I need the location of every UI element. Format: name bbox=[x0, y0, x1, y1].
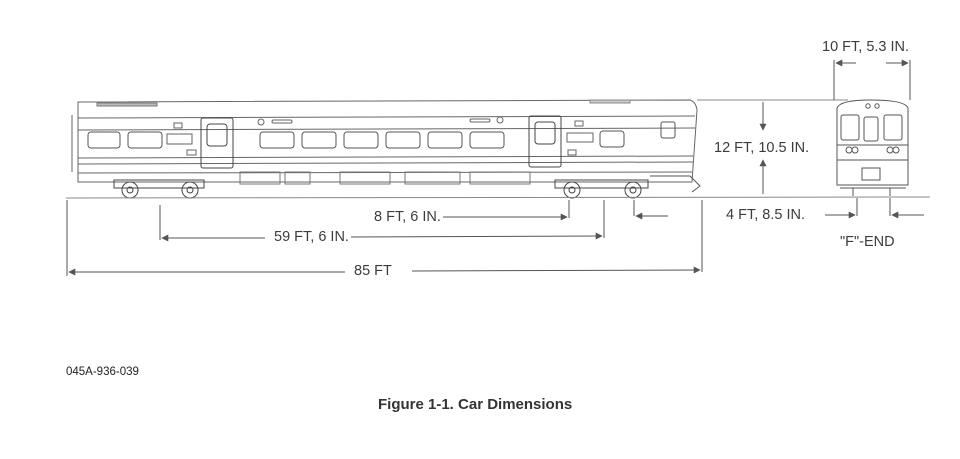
end-height-label: 12 FT, 10.5 IN. bbox=[712, 140, 812, 156]
rail-car-end-view bbox=[836, 99, 909, 196]
end-view-label: "F"-END bbox=[838, 234, 897, 250]
truck-centers-label: 59 FT, 6 IN. bbox=[272, 229, 351, 245]
overall-length-label: 85 FT bbox=[352, 263, 394, 279]
end-dimension-lines bbox=[759, 59, 924, 219]
figure-caption: Figure 1-1. Car Dimensions bbox=[378, 396, 573, 413]
side-dimension-lines bbox=[66, 200, 703, 276]
end-width-label: 10 FT, 5.3 IN. bbox=[820, 39, 912, 55]
document-number: 045A-936-039 bbox=[66, 366, 139, 378]
truck-wheelbase-label: 8 FT, 6 IN. bbox=[372, 209, 443, 225]
track-gauge-label: 4 FT, 8.5 IN. bbox=[724, 207, 807, 223]
rail-car-side-view bbox=[71, 99, 701, 199]
